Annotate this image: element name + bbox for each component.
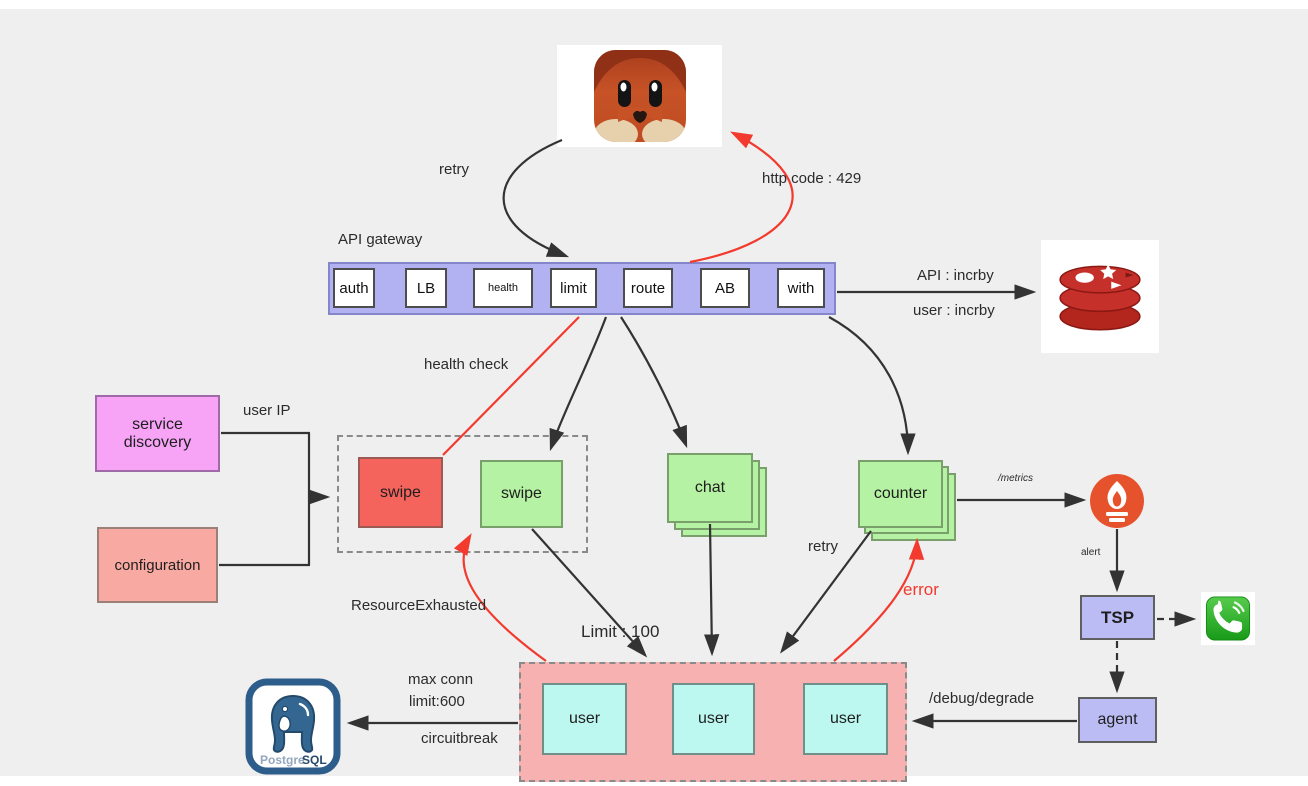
node-user-3: user	[803, 683, 888, 755]
metrics-label: /metrics	[998, 473, 1033, 484]
postgres-text-1: Postgre	[260, 753, 305, 767]
phone-card	[1201, 592, 1255, 645]
circuitbreak-label: circuitbreak	[421, 730, 498, 747]
edge-limit-to-chat	[620, 316, 688, 449]
postgres-text-2: SQL	[302, 753, 327, 767]
top-white-strip	[0, 0, 1308, 9]
fox-mascot-icon	[593, 50, 686, 142]
swipe-healthy-label: swipe	[501, 485, 542, 502]
alert-label: alert	[1081, 547, 1101, 558]
http-429-label: http code : 429	[762, 170, 862, 187]
prometheus-icon	[1090, 474, 1144, 528]
limit-600-label: limit:600	[409, 693, 465, 710]
node-user-2: user	[672, 683, 755, 755]
tsp-label: TSP	[1100, 607, 1135, 627]
edge-with-to-counter	[828, 316, 916, 456]
redis-card	[1041, 240, 1159, 353]
node-service-discovery: service discovery	[95, 395, 220, 472]
node-counter-stack: counter	[858, 460, 956, 541]
gateway-module-auth: auth	[333, 268, 375, 308]
user-2-label: user	[697, 710, 730, 727]
api-incrby-label: API : incrby	[917, 267, 994, 284]
api-gateway-label: API gateway	[338, 231, 423, 248]
agent-label: agent	[1097, 711, 1138, 728]
edge-client-retry-to-gateway	[502, 138, 570, 258]
retry-counter-label: retry	[808, 538, 838, 555]
user-ip-label: user IP	[243, 402, 291, 419]
phone-icon	[1205, 596, 1251, 641]
max-conn-label: max conn	[408, 671, 474, 688]
node-agent: agent	[1078, 697, 1157, 743]
chat-label: chat	[694, 479, 726, 496]
postgres-elephant	[270, 694, 316, 753]
health-check-label: health check	[424, 356, 509, 373]
node-chat: chat	[667, 453, 753, 523]
gateway-module-with: with	[777, 268, 825, 308]
edge-chat-to-user	[704, 523, 720, 657]
gateway-module-limit: limit	[550, 268, 597, 308]
edge-error-to-counter	[833, 537, 925, 662]
node-chat-stack: chat	[667, 453, 767, 537]
user-incrby-label: user : incrby	[913, 302, 995, 319]
swipe-unhealthy-label: swipe	[380, 483, 421, 501]
client-card	[557, 45, 722, 147]
postgresql-logo-icon: Postgre SQL	[245, 678, 341, 775]
node-tsp: TSP	[1080, 595, 1155, 640]
counter-label: counter	[873, 485, 928, 502]
edge-limit-to-swipe	[549, 316, 608, 452]
redis-logo-icon	[1059, 263, 1141, 330]
user-1-label: user	[568, 710, 601, 727]
limit-100-label: Limit : 100	[581, 622, 660, 641]
resource-exhausted-label: ResourceExhausted	[351, 597, 487, 614]
service-discovery-label: service discovery	[123, 415, 192, 451]
node-configuration: configuration	[97, 527, 218, 603]
retry-client-label: retry	[439, 161, 469, 178]
edge-429-to-client	[689, 131, 794, 264]
gateway-module-health: health	[473, 268, 533, 308]
debug-degrade-label: /debug/degrade	[929, 690, 1035, 707]
node-swipe-healthy: swipe	[480, 460, 563, 528]
node-swipe-unhealthy: swipe	[358, 457, 443, 528]
user-3-label: user	[829, 710, 862, 727]
node-user-1: user	[542, 683, 627, 755]
configuration-label: configuration	[114, 556, 201, 574]
gateway-module-lb: LB	[405, 268, 447, 308]
gateway-module-ab: AB	[700, 268, 750, 308]
gateway-module-route: route	[623, 268, 673, 308]
error-label: error	[903, 580, 939, 599]
node-counter: counter	[858, 460, 943, 528]
